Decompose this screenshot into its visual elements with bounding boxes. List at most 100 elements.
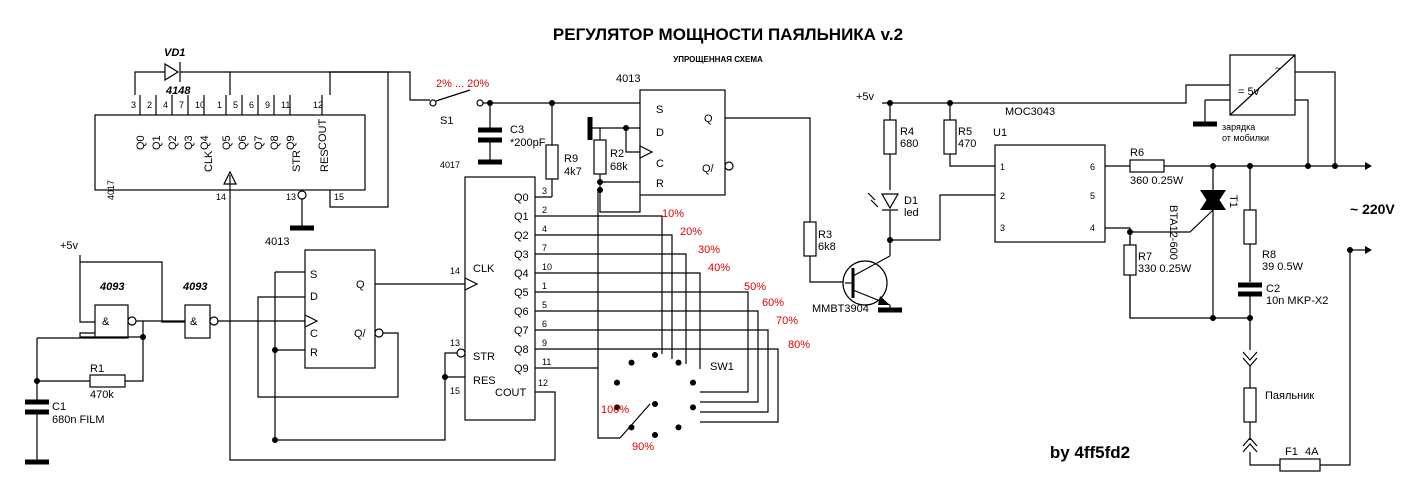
resistor-r3: R3 6k8 bbox=[803, 221, 845, 283]
opto-pin3: 3 bbox=[1000, 223, 1005, 233]
c1-value: 680n FILM bbox=[52, 414, 105, 426]
resistor-r8: R8 39 0.5W bbox=[1243, 163, 1304, 282]
sw1-wiper-pivot bbox=[652, 401, 658, 407]
counter-main-output-wire bbox=[535, 348, 779, 423]
ff-top-name: 4013 bbox=[616, 73, 640, 85]
counter-top-q-label: Q3 bbox=[183, 135, 195, 150]
counter-main-output-wire bbox=[535, 310, 759, 403]
ff-bottom-c: C bbox=[310, 328, 318, 340]
percent-label: 60% bbox=[762, 297, 784, 309]
sw1-contact[interactable] bbox=[690, 404, 696, 411]
counter-top-q-label: Q6 bbox=[237, 135, 249, 150]
counter-top-str-pin: 13 bbox=[286, 192, 296, 202]
sw1-contact[interactable] bbox=[652, 432, 658, 438]
counter-main-res-pin: 15 bbox=[450, 386, 460, 396]
soldering-iron-load: Паяльник bbox=[1242, 351, 1314, 466]
r3-value: 6k8 bbox=[818, 241, 836, 253]
c2-ref: C2 bbox=[1266, 283, 1280, 295]
opto-pin1: 1 bbox=[1000, 162, 1005, 172]
counter-main-q-label: Q2 bbox=[514, 230, 529, 242]
r5-ref: R5 bbox=[958, 126, 972, 138]
counter-top-res-pin: 15 bbox=[334, 192, 344, 202]
sw1-contact[interactable] bbox=[628, 359, 635, 366]
counter-main-q-label: Q4 bbox=[514, 268, 529, 280]
vd1-value: 4148 bbox=[165, 85, 191, 97]
resistor-r7: R7 330 0.25W bbox=[1123, 232, 1192, 318]
counter-top-q-label: Q8 bbox=[269, 135, 281, 150]
counter-main-str-pin: 13 bbox=[450, 338, 460, 348]
counter-top-q-label: COUT bbox=[317, 119, 329, 150]
vd1-ref: VD1 bbox=[164, 47, 185, 59]
ff-bottom-r: R bbox=[310, 347, 318, 359]
sw1-contact[interactable] bbox=[690, 379, 696, 386]
counter-top-pin-num: 12 bbox=[313, 100, 323, 110]
counter-main-q-label: Q5 bbox=[514, 287, 529, 299]
counter-top-q-label: Q1 bbox=[151, 135, 163, 150]
counter-main-name: 4017 bbox=[440, 160, 460, 170]
counter-main-pin-num: 5 bbox=[542, 300, 547, 310]
r8-ref: R8 bbox=[1262, 249, 1276, 261]
counter-top-pin-num: 10 bbox=[195, 100, 205, 110]
counter-main-pin-num: 4 bbox=[542, 224, 547, 234]
t1-value: BTA12-600 bbox=[1167, 205, 1179, 260]
s1-ref: S1 bbox=[440, 115, 453, 127]
flipflop-4013-top: 4013 S D C R Q Q/ R2 68k bbox=[587, 73, 811, 222]
plus5v-right-label: +5v bbox=[856, 91, 875, 103]
ff-top-r: R bbox=[656, 178, 664, 190]
sw1-contact[interactable] bbox=[675, 424, 682, 431]
switch-s1[interactable]: S1 2% ... 20% bbox=[230, 71, 640, 127]
counter-top-pin-num: 7 bbox=[179, 100, 184, 110]
counter-main-q-label: Q7 bbox=[514, 325, 529, 337]
sw1-contact[interactable] bbox=[652, 352, 658, 358]
sw1-ref: SW1 bbox=[710, 361, 734, 373]
c3-value: *200pF bbox=[510, 137, 546, 149]
ff-top-d: D bbox=[656, 127, 664, 139]
opto-pin6: 6 bbox=[1090, 162, 1095, 172]
opto-pin5: 5 bbox=[1090, 191, 1095, 201]
charger-label-line2: от мобилки bbox=[1222, 133, 1269, 143]
r6-value: 360 0.25W bbox=[1130, 175, 1184, 187]
counter-main-clk-pin: 14 bbox=[450, 266, 460, 276]
mains-220v: ~ 220V bbox=[1350, 162, 1395, 254]
flipflop-4013-bottom: 4013 S D C R Q Q/ bbox=[257, 236, 465, 443]
nand-4093-1: & 4093 bbox=[79, 281, 185, 382]
resistor-r5: R5 470 bbox=[943, 119, 995, 167]
counter-main-output-wire bbox=[535, 253, 687, 364]
counter-main-q-label: Q9 bbox=[514, 363, 529, 375]
counter-top-name: 4017 bbox=[106, 180, 116, 200]
counter-top-str: STR bbox=[291, 150, 303, 172]
r9-ref: R9 bbox=[564, 153, 578, 165]
opto-pin4: 4 bbox=[1090, 223, 1095, 233]
counter-top-clk-pin: 14 bbox=[216, 192, 226, 202]
t1-ref: T1 bbox=[1227, 195, 1239, 208]
percent-label: 30% bbox=[698, 244, 720, 256]
nand2-sym: & bbox=[190, 316, 198, 328]
resistor-r4: R4 680 bbox=[883, 119, 918, 190]
transistor-q1: MMBT3904 bbox=[812, 240, 902, 315]
nand1-sym: & bbox=[102, 316, 110, 328]
plus5v-right: +5v bbox=[856, 84, 1230, 120]
counter-main-pin-num: 7 bbox=[542, 243, 547, 253]
s1-range: 2% ... 20% bbox=[436, 78, 489, 90]
sw1-contact[interactable] bbox=[675, 359, 682, 366]
sw1-contact[interactable] bbox=[614, 404, 620, 411]
counter-main-pin-num: 9 bbox=[542, 338, 547, 348]
counter-main-q-label: Q0 bbox=[514, 192, 529, 204]
counter-top-pin-num: 6 bbox=[249, 100, 254, 110]
counter-main-res: RES bbox=[473, 375, 496, 387]
sw1-contact[interactable] bbox=[614, 379, 620, 386]
r1-ref: R1 bbox=[90, 363, 104, 375]
capacitor-c3: C3 *200pF bbox=[478, 100, 546, 165]
plus5v-left-label: +5v bbox=[60, 240, 79, 252]
r2-ref: R2 bbox=[610, 148, 624, 160]
r8-value: 39 0.5W bbox=[1262, 261, 1304, 273]
ff-bottom-d: D bbox=[310, 291, 318, 303]
percent-labels: 10%20%30%40%50%60%70%80%90%100% bbox=[601, 208, 810, 453]
percent-label: 20% bbox=[680, 226, 702, 238]
rotary-switch-sw1[interactable]: SW1 bbox=[597, 187, 734, 439]
counter-main-cout: COUT bbox=[495, 387, 526, 399]
r7-ref: R7 bbox=[1138, 251, 1152, 263]
percent-label: 100% bbox=[601, 404, 629, 416]
counter-top-q-label: Q0 bbox=[135, 135, 147, 150]
